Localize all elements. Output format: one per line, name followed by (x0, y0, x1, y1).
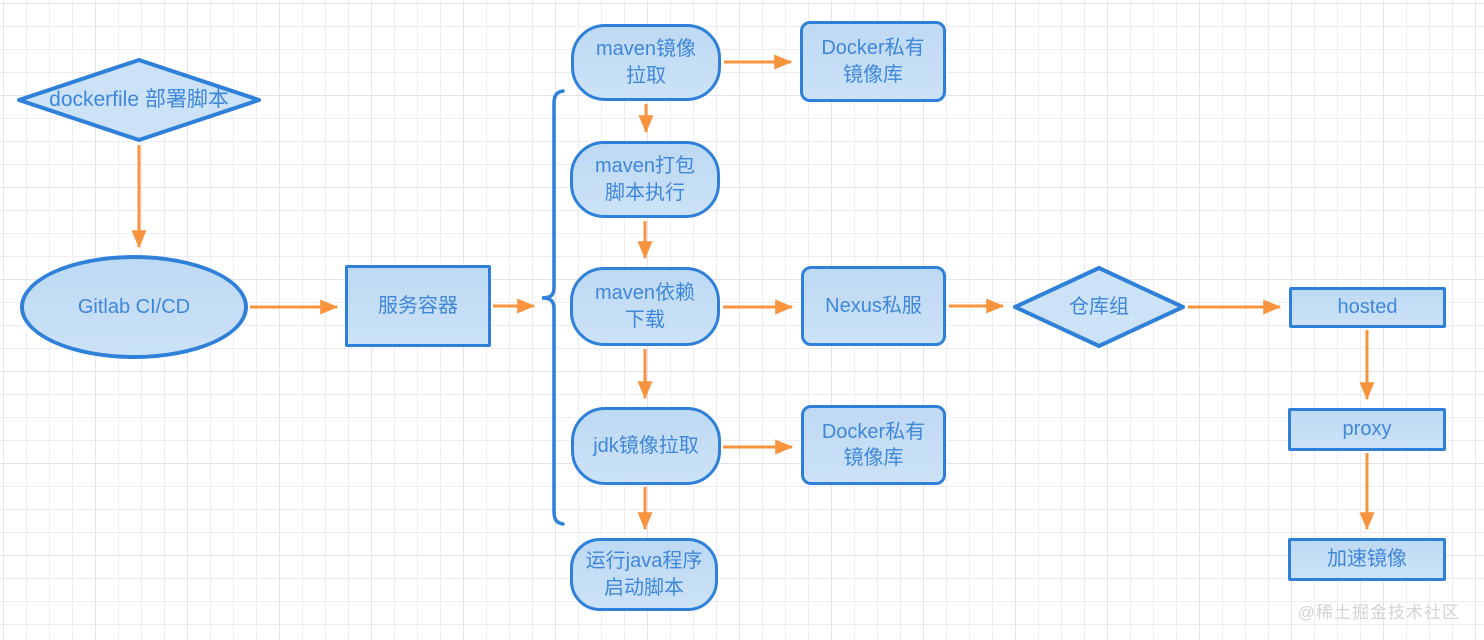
diamond-shape (1013, 266, 1185, 348)
node-jdk-image-pull: jdk镜像拉取 (571, 407, 721, 485)
node-service-container: 服务容器 (345, 265, 491, 347)
node-label: Nexus私服 (825, 294, 922, 317)
node-label: dockerfile 部署脚本 (49, 88, 229, 112)
node-docker-private-registry-2: Docker私有 镜像库 (801, 405, 946, 485)
node-label: proxy (1342, 418, 1392, 441)
diamond-shape (17, 58, 261, 142)
group-brace (541, 89, 565, 526)
watermark: @稀土掘金技术社区 (1297, 603, 1460, 622)
node-label: 服务容器 (378, 294, 458, 317)
node-hosted: hosted (1289, 287, 1446, 328)
node-label: maven打包 脚本执行 (594, 155, 696, 204)
node-label: 仓库组 (1069, 295, 1129, 318)
node-proxy: proxy (1288, 408, 1446, 451)
node-label: Docker私有 镜像库 (821, 37, 925, 86)
node-label: Docker私有 镜像库 (821, 420, 926, 469)
node-run-java-script: 运行java程序 启动脚本 (570, 538, 718, 611)
node-nexus-private-server: Nexus私服 (801, 266, 946, 346)
node-maven-dependency-download: maven依赖 下载 (570, 267, 720, 346)
node-label: hosted (1337, 296, 1398, 319)
node-label: 运行java程序 启动脚本 (585, 550, 703, 599)
node-label: maven依赖 下载 (594, 282, 696, 331)
node-maven-image-pull: maven镜像 拉取 (571, 24, 721, 101)
node-label: 加速镜像 (1327, 548, 1407, 571)
node-repo-group: 仓库组 (1012, 265, 1186, 349)
node-label: Gitlab CI/CD (77, 295, 191, 318)
node-label: jdk镜像拉取 (593, 434, 699, 457)
node-label: maven镜像 拉取 (595, 38, 697, 87)
node-gitlab-cicd: Gitlab CI/CD (20, 255, 248, 359)
node-accelerated-mirror: 加速镜像 (1288, 538, 1446, 581)
node-dockerfile-script: dockerfile 部署脚本 (15, 57, 263, 143)
node-maven-package-script: maven打包 脚本执行 (570, 141, 720, 218)
node-docker-private-registry-1: Docker私有 镜像库 (800, 21, 946, 102)
